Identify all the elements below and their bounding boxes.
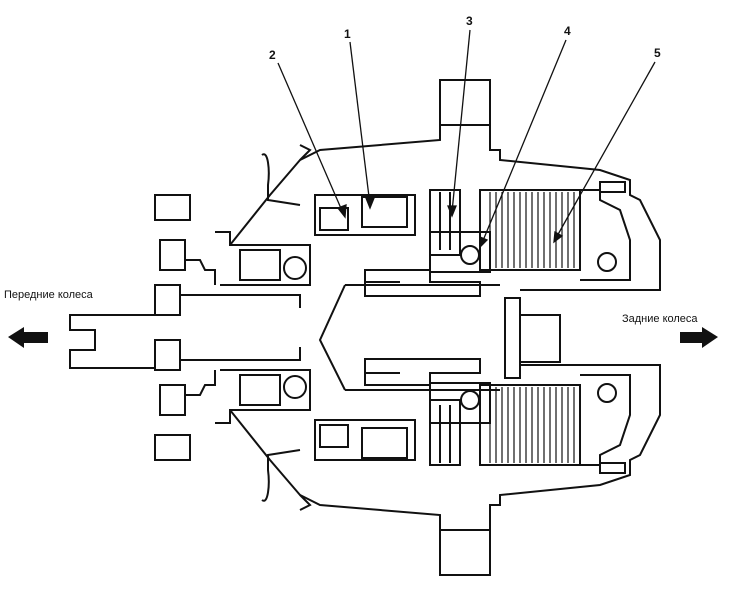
front-wheels-label: Передние колеса xyxy=(4,289,93,301)
upper-half-section xyxy=(154,79,661,316)
callout-leaders xyxy=(277,29,656,249)
arrow-left-icon xyxy=(8,327,48,348)
arrow-right-icon xyxy=(680,327,718,348)
output-shaft xyxy=(69,284,561,391)
callout-3: 3 xyxy=(466,14,473,28)
callout-4: 4 xyxy=(564,24,571,38)
lower-half-section xyxy=(154,339,661,576)
rear-wheels-label: Задние колеса xyxy=(622,313,698,325)
callout-2: 2 xyxy=(269,48,276,62)
callout-5: 5 xyxy=(654,46,661,60)
callout-1: 1 xyxy=(344,27,351,41)
